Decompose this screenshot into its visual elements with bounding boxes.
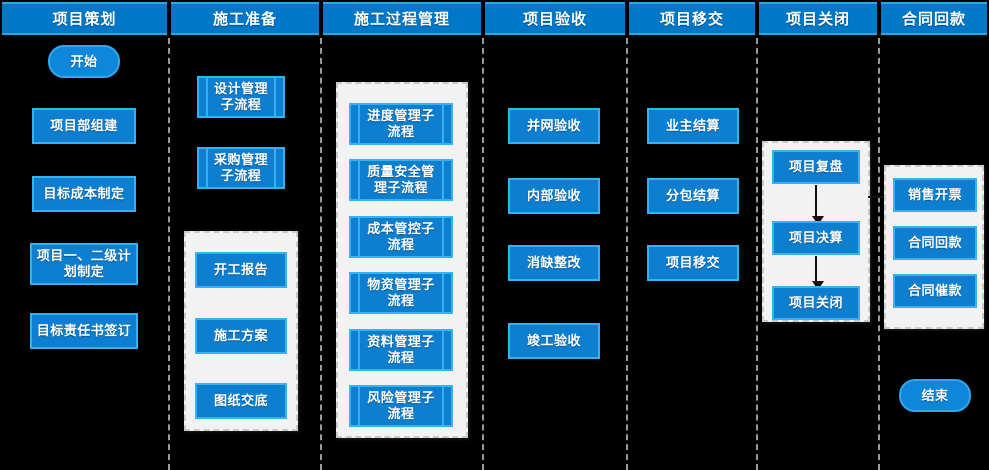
lane-separator-2 xyxy=(320,38,322,470)
node-start[interactable]: 开始 xyxy=(48,45,120,78)
node-closure-2[interactable]: 项目决算 xyxy=(772,221,860,255)
lane-header-acceptance[interactable]: 项目验收 xyxy=(485,2,625,35)
node-end[interactable]: 结束 xyxy=(899,379,971,412)
lane-separator-6 xyxy=(878,38,880,470)
arrow-closure-1-to-2 xyxy=(812,185,824,225)
node-preparation-subprocess-design[interactable]: 设计管理 子流程 xyxy=(197,76,285,118)
node-planning-3[interactable]: 项目一、二级计 划制定 xyxy=(30,243,138,285)
lane-header-planning[interactable]: 项目策划 xyxy=(2,2,167,35)
lane-separator-4 xyxy=(626,38,628,470)
node-acceptance-4[interactable]: 竣工验收 xyxy=(508,323,600,359)
lane-header-handover[interactable]: 项目移交 xyxy=(629,2,755,35)
node-planning-4[interactable]: 目标责任书签订 xyxy=(30,313,138,349)
node-payment-2[interactable]: 合同回款 xyxy=(893,226,977,260)
node-handover-3[interactable]: 项目移交 xyxy=(647,245,739,281)
arrow-closure-2-to-3 xyxy=(812,256,824,290)
lane-header-preparation[interactable]: 施工准备 xyxy=(171,2,319,35)
node-process-documents[interactable]: 资料管理子 流程 xyxy=(349,329,453,371)
lane-header-band: 项目策划 施工准备 施工过程管理 项目验收 项目移交 项目关闭 合同回款 xyxy=(0,0,989,37)
node-process-schedule[interactable]: 进度管理子 流程 xyxy=(349,103,453,145)
node-handover-2[interactable]: 分包结算 xyxy=(647,178,739,214)
node-preparation-2[interactable]: 施工方案 xyxy=(195,318,287,354)
node-planning-1[interactable]: 项目部组建 xyxy=(32,108,136,144)
node-acceptance-1[interactable]: 并网验收 xyxy=(508,108,600,144)
node-handover-1[interactable]: 业主结算 xyxy=(647,108,739,144)
node-acceptance-2[interactable]: 内部验收 xyxy=(508,178,600,214)
node-closure-1[interactable]: 项目复盘 xyxy=(772,150,860,184)
lane-separator-1 xyxy=(168,38,170,470)
node-preparation-subprocess-procurement[interactable]: 采购管理 子流程 xyxy=(197,147,285,189)
node-preparation-3[interactable]: 图纸交底 xyxy=(195,383,287,419)
node-planning-2[interactable]: 目标成本制定 xyxy=(32,176,136,212)
node-process-risk[interactable]: 风险管理子 流程 xyxy=(349,385,453,427)
node-payment-3[interactable]: 合同催款 xyxy=(893,274,977,308)
node-payment-1[interactable]: 销售开票 xyxy=(893,178,977,212)
node-closure-3[interactable]: 项目关闭 xyxy=(772,286,860,320)
lane-header-process[interactable]: 施工过程管理 xyxy=(323,2,481,35)
lane-header-closure[interactable]: 项目关闭 xyxy=(759,2,877,35)
node-process-quality-safety[interactable]: 质量安全管 理子流程 xyxy=(349,159,453,201)
node-acceptance-3[interactable]: 消缺整改 xyxy=(508,245,600,281)
lane-separator-5 xyxy=(756,38,758,470)
node-process-cost-control[interactable]: 成本管控子 流程 xyxy=(349,216,453,258)
node-process-materials[interactable]: 物资管理子 流程 xyxy=(349,272,453,314)
lane-separator-3 xyxy=(482,38,484,470)
node-preparation-1[interactable]: 开工报告 xyxy=(195,252,287,288)
lane-header-payment[interactable]: 合同回款 xyxy=(881,2,987,35)
